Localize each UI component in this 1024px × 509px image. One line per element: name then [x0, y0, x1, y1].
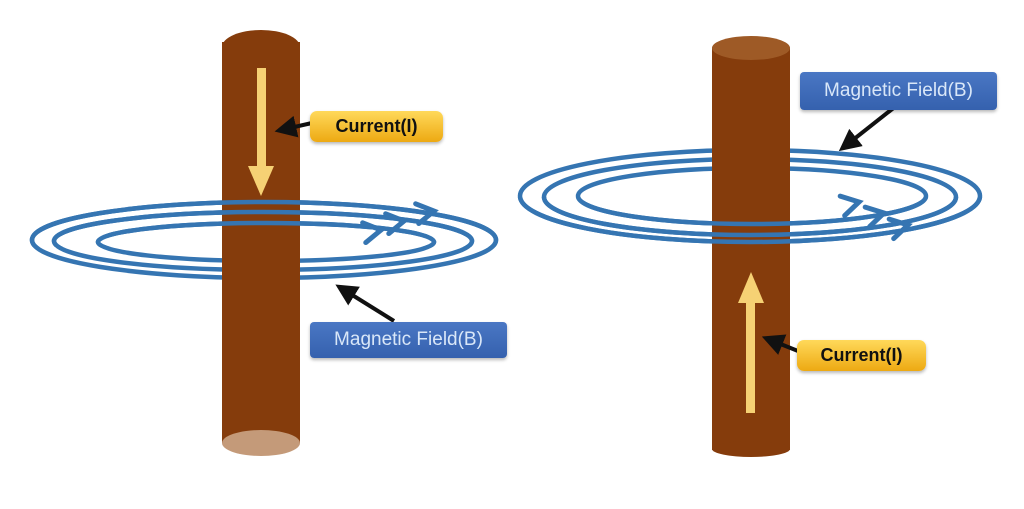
conductor-left [222, 30, 300, 456]
current-label-left: Current(I) [310, 111, 443, 142]
pointer-arrow-current-right [761, 334, 799, 355]
pointer-arrow-current-left [274, 115, 313, 138]
pointer-arrow-field-left [335, 284, 396, 323]
current-direction-arrow-left [248, 68, 274, 196]
current-direction-arrow-right [738, 272, 764, 413]
conductor-right [712, 36, 790, 457]
magnetic-field-label-left: Magnetic Field(B) [310, 322, 507, 358]
current-label-right: Current(I) [797, 340, 926, 371]
pointer-arrow-field-right [838, 104, 898, 152]
magnetic-field-label-right: Magnetic Field(B) [800, 72, 997, 110]
